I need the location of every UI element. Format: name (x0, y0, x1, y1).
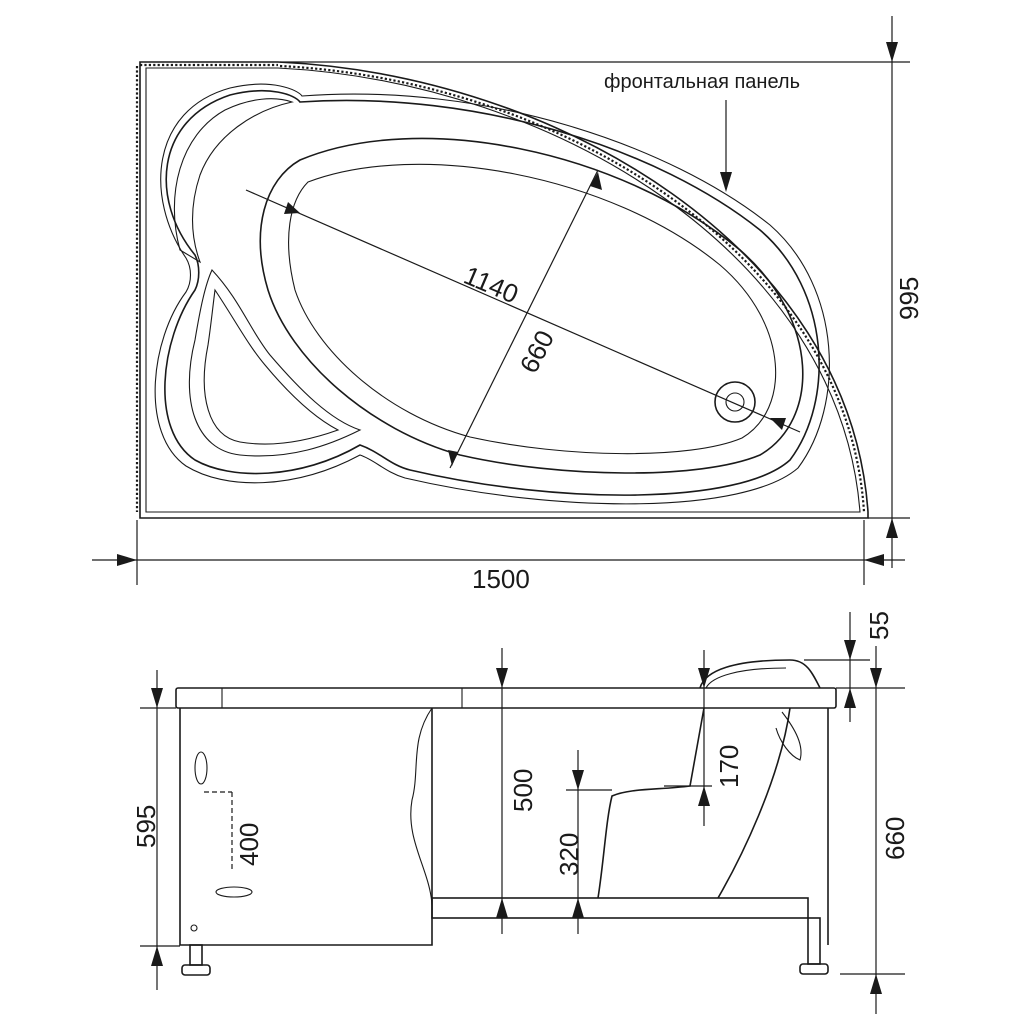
dim-inner-length-label: 1140 (460, 260, 523, 309)
side-overflow (194, 751, 208, 785)
dim-depth-arrow-top (496, 668, 508, 688)
headrest-contour (173, 98, 295, 264)
dim-front-height-arrow-bottom (870, 974, 882, 994)
dim-headrest-arrow-bottom (698, 786, 710, 806)
side-cut-edge (410, 707, 433, 906)
front-panel-annotation: фронтальная панель (604, 71, 800, 93)
dim-total-height-label: 595 (131, 805, 161, 848)
dim-length-arrow-left (117, 554, 137, 566)
seat-contour (188, 269, 362, 457)
side-rim (175, 687, 837, 709)
side-right-foot (799, 963, 829, 975)
dim-headrest-label: 170 (714, 745, 744, 788)
side-left-foot (181, 964, 211, 976)
dim-width-arrow-bottom (886, 518, 898, 538)
inner-bowl-outer (259, 137, 804, 474)
side-view: 400 595 500 320 (131, 611, 910, 1014)
dim-headrest-arrow-top (698, 668, 710, 688)
top-view: 1140 660 фронтальная панель 1500 995 (92, 16, 924, 594)
dim-seat-arrow-top (572, 770, 584, 790)
dim-seat-label: 320 (554, 833, 584, 876)
dim-inner-width-label: 660 (514, 325, 560, 377)
dim-length-arrow-right (864, 554, 884, 566)
top-view-outer-outline (139, 61, 869, 519)
dim-rim-arrow-top (844, 640, 856, 660)
dim-seat-arrow-bottom (572, 898, 584, 918)
side-right-leg (807, 917, 821, 965)
dim-overflow-label: 400 (234, 823, 264, 866)
dim-depth-label: 500 (508, 769, 538, 812)
side-left-leg (189, 944, 203, 966)
side-seat-profile (597, 707, 705, 899)
dim-inner-length-arrow-end (770, 418, 786, 430)
basin-outer-contour (164, 90, 820, 496)
basin-outer-contour-2 (154, 83, 830, 505)
side-left-wall (179, 708, 433, 946)
dim-length-label: 1500 (472, 564, 530, 594)
dim-depth-arrow-bottom (496, 898, 508, 918)
side-back-profile (717, 707, 791, 899)
seat-contour-inner (203, 288, 340, 445)
dim-front-height-arrow-top (870, 668, 882, 688)
dim-inner-width-arrow-start (590, 172, 602, 190)
side-bolt (190, 924, 198, 932)
dim-rim-label: 55 (864, 611, 894, 640)
dim-rim-arrow-bottom (844, 688, 856, 708)
dim-total-height-arrow-top (151, 688, 163, 708)
dim-line-inner-length (245, 189, 801, 433)
dim-inner-width-arrow-end (448, 450, 458, 466)
drain-outer (714, 381, 756, 423)
front-panel-dotted-edge (279, 64, 866, 513)
front-panel-leader-arrow (720, 172, 732, 192)
side-back-profile-inner (775, 711, 802, 761)
dim-width-arrow-top (886, 42, 898, 62)
dim-front-height-label: 660 (880, 817, 910, 860)
dim-total-height-arrow-bottom (151, 946, 163, 966)
side-drain (215, 886, 253, 898)
dim-width-label: 995 (894, 277, 924, 320)
side-headrest (699, 659, 821, 689)
inner-bowl-inner (288, 163, 777, 455)
drain-inner (725, 392, 745, 412)
dim-inner-length-arrow-start (284, 202, 300, 214)
side-headrest-inner (705, 667, 787, 689)
side-frame-bar (431, 897, 809, 919)
dim-line-inner-width (449, 169, 599, 469)
